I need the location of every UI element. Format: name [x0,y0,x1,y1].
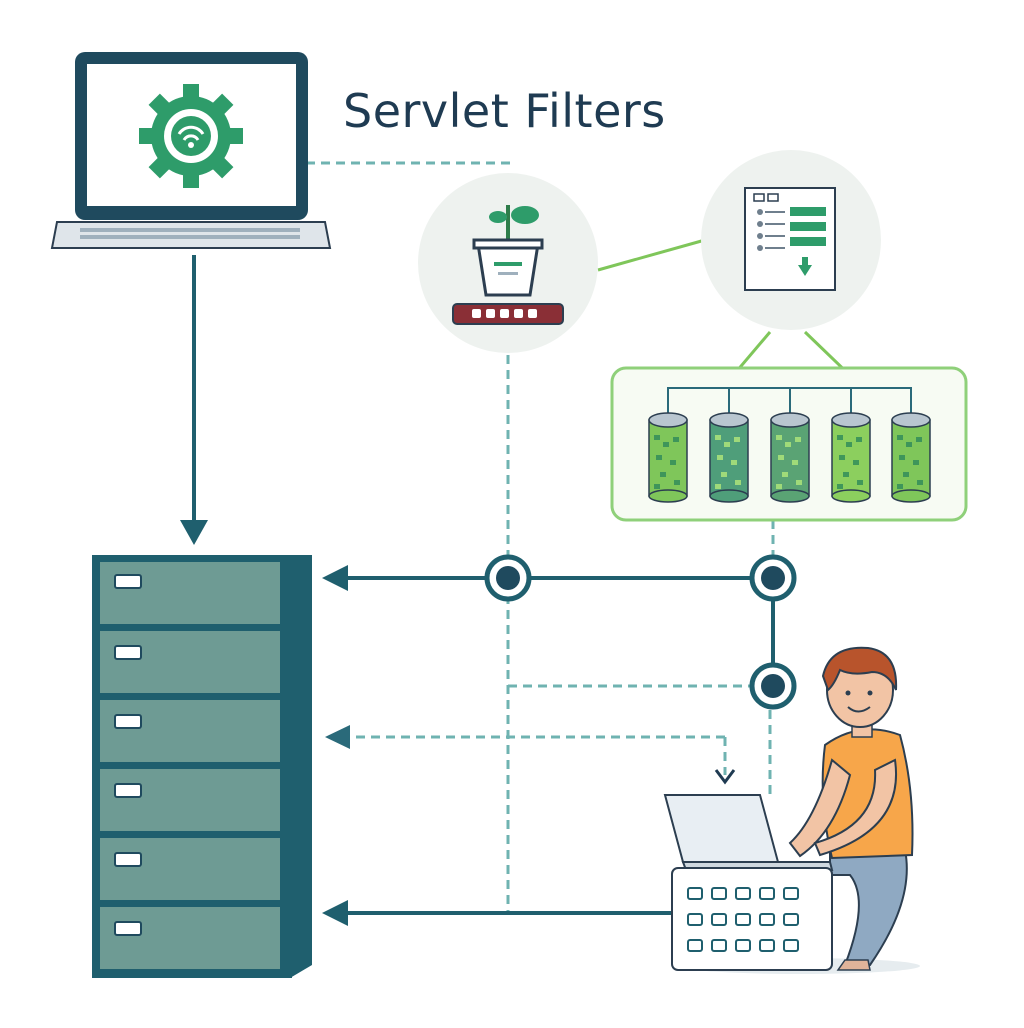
diagram-title: Servlet Filters [343,84,666,138]
database-cylinder-icon [770,412,810,503]
database-cylinder-icon [891,412,931,503]
cabinet-drawers [100,562,280,969]
database-cylinder-icon [648,412,688,503]
gear-icon [139,84,243,188]
arrow-down-icon [180,520,208,545]
filing-cabinet-server-icon [92,555,312,978]
small-arrow-down-icon [714,769,736,785]
filter-node [418,173,598,353]
laptop-icon [50,52,332,249]
developer-at-laptop-icon [663,646,920,974]
config-node [701,150,881,330]
arrow-left-bottom-icon [322,900,348,926]
flow-node-db [749,554,797,602]
dashed-arrow-left-icon [325,725,350,749]
database-cylinder-icon [709,412,749,503]
filter-to-config-connector [597,238,706,272]
plant-pot-filter-icon [452,205,564,325]
arrow-left-icon [322,565,348,591]
flow-node-filter [484,554,532,602]
laptop-screen [663,794,780,863]
flow-node-client [749,662,797,710]
database-cylinder-icon [831,412,871,503]
database-group [610,366,968,522]
configuration-document-icon [744,187,836,291]
